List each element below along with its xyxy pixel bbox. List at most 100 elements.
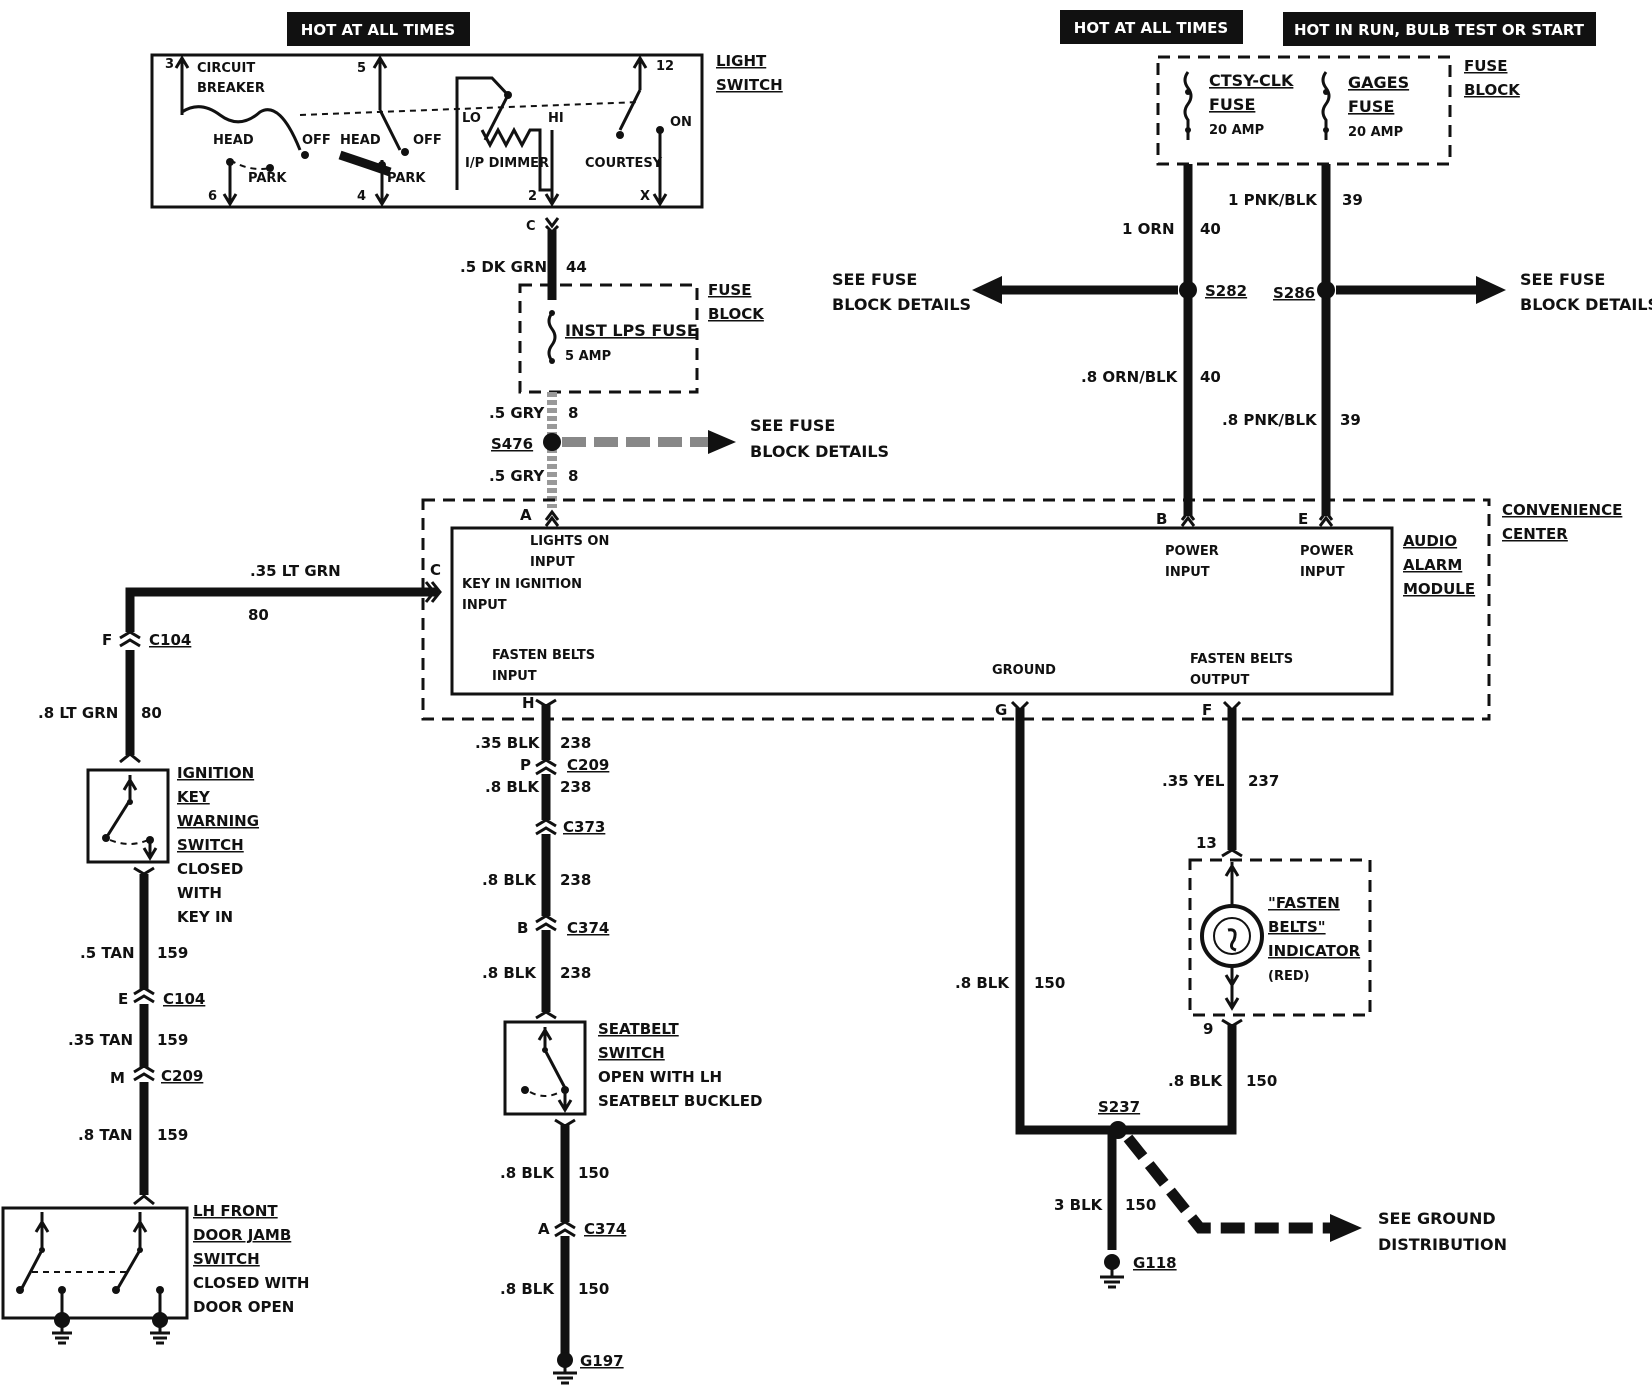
- pin-6: 6: [208, 189, 217, 204]
- wire-dkgrn-num: 44: [566, 258, 587, 276]
- door-switch-box: [1, 1206, 189, 1320]
- wire-blk8c-num: 238: [560, 964, 591, 982]
- pin-4: 4: [357, 189, 366, 204]
- splice-s286: [1317, 281, 1335, 299]
- ignition-switch-label-2: KEY: [177, 788, 211, 806]
- door-switch-label-5: DOOR OPEN: [193, 1298, 294, 1316]
- circuit-breaker-label: CIRCUIT: [197, 61, 255, 76]
- light-switch-box: [150, 53, 704, 209]
- ignition-switch-label-4: SWITCH: [177, 836, 244, 854]
- wire-ltgrn8-label: .8 LT GRN: [38, 704, 118, 722]
- fuse-block-right-box: [1156, 55, 1452, 166]
- lh-front-door-jamb-switch: LH FRONT DOOR JAMB SWITCH CLOSED WITH DO…: [1, 1202, 309, 1345]
- wire-gry2-label: .5 GRY: [489, 467, 545, 485]
- fasten-belts-output-label: FASTEN BELTS: [1190, 652, 1293, 667]
- see-fuse-right: SEE FUSE: [1520, 270, 1605, 289]
- see-fuse-left: SEE FUSE: [832, 270, 917, 289]
- wire-yel-num: 237: [1248, 772, 1279, 790]
- header-hot-run: HOT IN RUN, BULB TEST OR START: [1294, 21, 1585, 39]
- convenience-center-title-2: CENTER: [1502, 525, 1568, 543]
- off-label-1: OFF: [302, 133, 331, 148]
- fasten-belts-input-label-2: INPUT: [492, 669, 537, 684]
- pin-12: 12: [656, 59, 674, 74]
- power-input-2-label: POWER: [1300, 544, 1354, 559]
- c209-label-mid: C209: [567, 756, 609, 774]
- see-fuse-mid: SEE FUSE: [750, 416, 835, 435]
- seatbelt-switch: SEATBELT SWITCH OPEN WITH LH SEATBELT BU…: [503, 1020, 762, 1116]
- header-box-right: [1060, 10, 1243, 44]
- pin-3: 3: [165, 57, 174, 72]
- wire-gry2-num: 8: [568, 467, 578, 485]
- module-pin-e: E: [1298, 510, 1308, 528]
- c209-pin-m: M: [110, 1069, 125, 1087]
- fasten-belts-output-label-2: OUTPUT: [1190, 673, 1250, 688]
- door-switch-label-3: SWITCH: [193, 1250, 260, 1268]
- power-input-2-label-2: INPUT: [1300, 565, 1345, 580]
- convenience-center-title: CONVENIENCE: [1502, 501, 1622, 519]
- convenience-center-box: [421, 498, 1491, 721]
- wire-blk8a-num: 238: [560, 778, 591, 796]
- c374-label-bottom: C374: [584, 1220, 626, 1238]
- inst-lps-amp: 5 AMP: [565, 349, 611, 364]
- gages-amp: 20 AMP: [1348, 125, 1403, 140]
- fuse-block-left-title-2: BLOCK: [708, 305, 765, 323]
- wire-tan5-label: .5 TAN: [80, 944, 135, 962]
- wire-blk8b-num: 238: [560, 871, 591, 889]
- s286-label: S286: [1273, 284, 1315, 302]
- splice-s282: [1179, 281, 1197, 299]
- door-switch-label-1: LH FRONT: [193, 1202, 278, 1220]
- s282-label: S282: [1205, 282, 1247, 300]
- door-switch-label-2: DOOR JAMB: [193, 1226, 291, 1244]
- indicator-pin-9: 9: [1203, 1020, 1213, 1038]
- ignition-switch-label-3: WARNING: [177, 812, 259, 830]
- courtesy-label: COURTESY: [585, 156, 663, 171]
- seatbelt-switch-box: [503, 1020, 587, 1116]
- indicator-label-2: BELTS": [1268, 918, 1326, 936]
- wire-tan8-label: .8 TAN: [78, 1126, 133, 1144]
- head-label-1: HEAD: [213, 133, 254, 148]
- c104-pin-e: E: [118, 990, 128, 1008]
- audio-alarm-module-title-2: ALARM: [1403, 556, 1462, 574]
- lo-label: LO: [462, 111, 481, 126]
- fuse-block-left: INST LPS FUSE 5 AMP FUSE BLOCK: [518, 281, 765, 394]
- ctsy-clk-fuse-label: CTSY-CLK: [1209, 71, 1294, 90]
- header-box-left: [287, 12, 470, 46]
- c209-label-left: C209: [161, 1067, 203, 1085]
- bulb-icon: [1200, 904, 1264, 968]
- fuse-block-left-title: FUSE: [708, 281, 751, 299]
- module-pin-a: A: [520, 506, 532, 524]
- c374-label-top: C374: [567, 919, 609, 937]
- wire-gry1-num: 8: [568, 404, 578, 422]
- c104-label-top: C104: [149, 631, 191, 649]
- ignition-switch-box: [86, 768, 170, 864]
- wire-ltgrn-label: .35 LT GRN: [250, 562, 341, 580]
- header-hot-right: HOT AT ALL TIMES: [1074, 19, 1228, 37]
- audio-alarm-module-title-3: MODULE: [1403, 580, 1475, 598]
- wire-tan8-num: 159: [157, 1126, 188, 1144]
- convenience-center: A B E C H G F LIGHTS ON INPUT KEY IN IGN…: [421, 498, 1622, 721]
- light-switch: 3 CIRCUIT BREAKER 5 12 HEAD OFF PARK HEA…: [150, 52, 783, 209]
- ignition-switch-label-6: WITH: [177, 884, 222, 902]
- audio-alarm-module-box: [450, 526, 1394, 696]
- wire-blk35-num: 238: [560, 734, 591, 752]
- g118-label: G118: [1133, 1254, 1177, 1272]
- see-fuse-left-2: BLOCK DETAILS: [832, 295, 971, 314]
- wire-blk8e-label: .8 BLK: [500, 1280, 555, 1298]
- audio-alarm-module-title: AUDIO: [1403, 532, 1457, 550]
- fuse-block-right-title: FUSE: [1464, 57, 1507, 75]
- c104-pin-f: F: [102, 631, 112, 649]
- wire-blk8f-num: 150: [1246, 1072, 1277, 1090]
- door-switch-label-4: CLOSED WITH: [193, 1274, 309, 1292]
- wire-blk8d-label: .8 BLK: [500, 1164, 555, 1182]
- indicator-label-4: (RED): [1268, 969, 1310, 984]
- wire-ltgrn-num: 80: [248, 606, 269, 624]
- wire-blk8a-label: .8 BLK: [485, 778, 540, 796]
- on-label: ON: [670, 115, 692, 130]
- c209-pin-p: P: [520, 756, 531, 774]
- module-pin-b: B: [1156, 510, 1167, 528]
- ground-label: GROUND: [992, 663, 1056, 678]
- gages-fuse-label-2: FUSE: [1348, 97, 1394, 116]
- lights-on-input-label-2: INPUT: [530, 555, 575, 570]
- wire-dkgrn-label: .5 DK GRN: [460, 258, 547, 276]
